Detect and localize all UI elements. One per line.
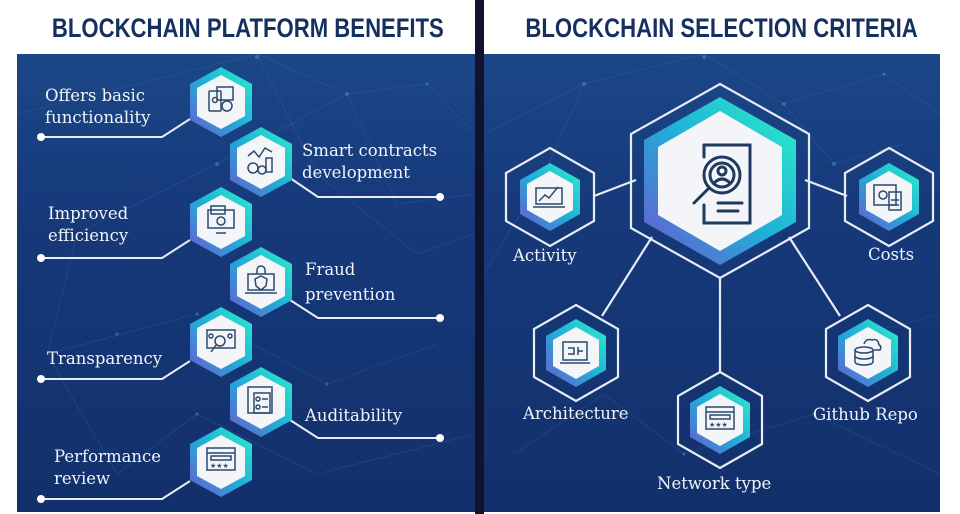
- criteria-hex-architecture: [546, 319, 606, 387]
- network-background: [17, 54, 475, 475]
- criteria-label-costs: Costs: [868, 245, 915, 264]
- criteria-hex-activity: [520, 163, 580, 231]
- benefit-hex-fraud-prevention: [230, 247, 292, 317]
- criteria-hex-network-type: ★★★: [690, 386, 750, 454]
- benefit-hex-smart-contracts: [230, 127, 292, 197]
- criteria-label-network-type: Network type: [657, 474, 772, 493]
- devices-icon: [208, 86, 234, 112]
- left-panel-title: BLOCKCHAIN PLATFORM BENEFITS: [51, 13, 444, 43]
- criteria-connectors: [504, 82, 935, 470]
- criteria-center-hex: [644, 97, 796, 265]
- search-profile-document-icon: [692, 143, 752, 225]
- rating-stars-icon: ★★★: [705, 406, 735, 430]
- panel-divider: [475, 0, 484, 514]
- network-background: [484, 54, 940, 475]
- calculator-chart-icon: [873, 184, 902, 211]
- criteria-hex-github-repo: [838, 319, 898, 387]
- benefit-hex-improved-efficiency: [190, 187, 252, 257]
- laptop-shield-lock-icon: [245, 265, 277, 294]
- criteria-label-github-repo: Github Repo: [813, 405, 918, 424]
- benefit-label-auditability: Auditability: [305, 406, 403, 425]
- criteria-label-activity: Activity: [513, 246, 577, 265]
- criteria-hex-costs: [859, 163, 919, 231]
- laptop-chart-icon: [533, 186, 565, 208]
- benefit-hex-performance-review: ★★★: [190, 427, 252, 497]
- svg-text:★★★: ★★★: [210, 462, 229, 470]
- benefit-hex-auditability: [230, 367, 292, 437]
- benefit-connectors: [37, 118, 444, 503]
- document-checklist-icon: [247, 386, 273, 414]
- benefit-hex-offers-basic-functionality: [190, 67, 252, 137]
- cloud-database-icon: [854, 338, 882, 366]
- benefit-hex-transparency: [190, 307, 252, 377]
- benefit-label-transparency: Transparency: [47, 349, 163, 368]
- dashboard-magnifier-icon: [206, 329, 236, 353]
- rating-stars-icon: ★★★: [206, 447, 236, 471]
- monitor-gear-icon: [207, 205, 235, 234]
- criteria-label-architecture: Architecture: [523, 404, 629, 423]
- right-panel-title: BLOCKCHAIN SELECTION CRITERIA: [525, 13, 918, 43]
- benefits-panel: [17, 54, 475, 512]
- chart-gears-icon: [247, 147, 273, 175]
- svg-text:★★★: ★★★: [709, 421, 728, 429]
- laptop-blueprint-icon: [560, 341, 590, 364]
